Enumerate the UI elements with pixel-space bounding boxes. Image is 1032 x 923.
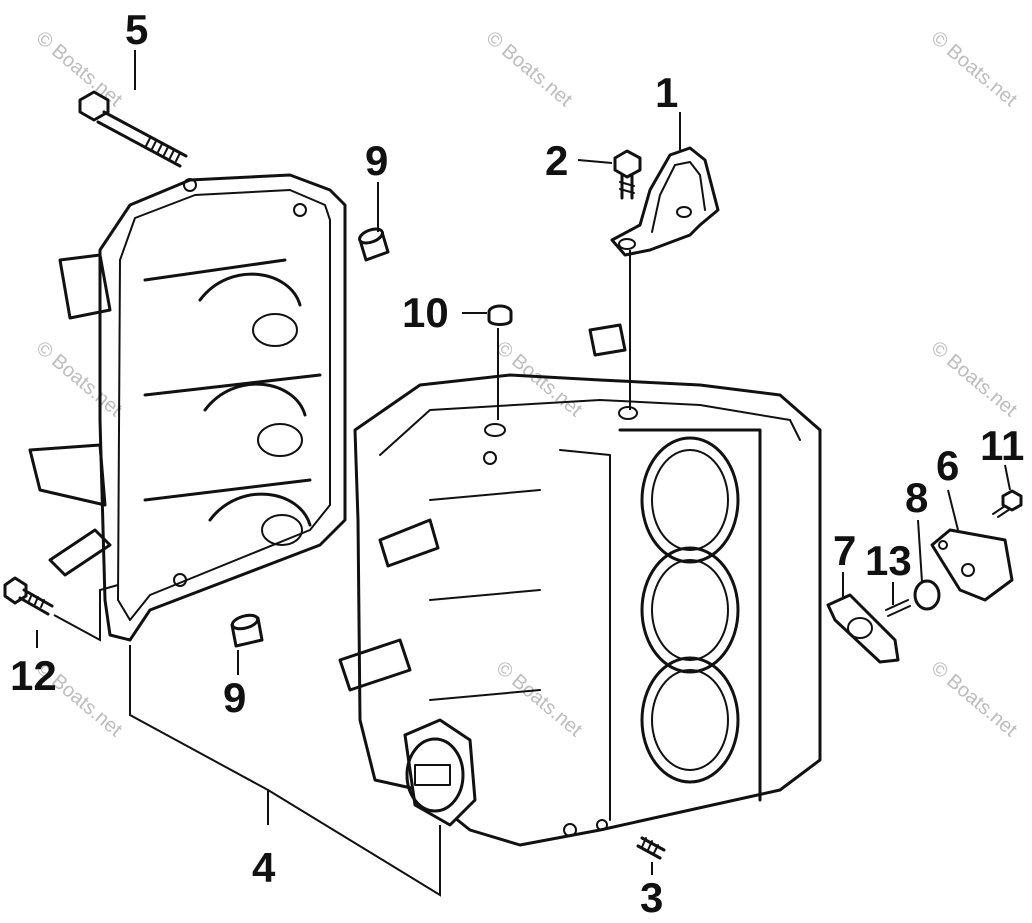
cover-part-6: [930, 528, 1014, 602]
watermarks: © Boats.net © Boats.net © Boats.net © Bo…: [32, 27, 1022, 741]
callout-8: 8: [905, 474, 928, 521]
stud-part-3: [636, 836, 666, 860]
dowel-pin-part-9-upper: [358, 227, 390, 262]
leader-lines: [36, 50, 1011, 897]
cylinder-block: [338, 323, 822, 847]
screw-part-13: [885, 599, 911, 617]
callout-2: 2: [545, 137, 568, 184]
callout-1: 1: [655, 69, 678, 116]
gasket-part-7: [826, 593, 900, 664]
watermark: © Boats.net: [32, 337, 127, 421]
bolt-part-12: [3, 576, 54, 616]
watermark: © Boats.net: [482, 27, 577, 111]
bolt-part-11: [992, 489, 1023, 518]
callout-7: 7: [833, 527, 856, 574]
callout-12: 12: [10, 652, 57, 699]
callout-13: 13: [865, 537, 912, 584]
engine-hanger-part-1: [610, 146, 720, 257]
callout-3: 3: [640, 874, 663, 921]
callout-9-upper: 9: [365, 137, 388, 184]
callout-6: 6: [936, 442, 959, 489]
bolt-part-2: [613, 149, 642, 200]
dowel-pin-part-9-lower: [230, 613, 264, 648]
spacer-part-8: [913, 579, 941, 611]
callout-9-lower: 9: [223, 674, 246, 721]
callout-10: 10: [402, 289, 449, 336]
watermark: © Boats.net: [927, 337, 1022, 421]
watermark: © Boats.net: [927, 27, 1022, 111]
long-bolt-part-5: [78, 90, 188, 168]
callout-11: 11: [980, 422, 1024, 469]
callout-4: 4: [252, 844, 276, 891]
watermark: © Boats.net: [492, 657, 587, 741]
plug-part-10: [487, 304, 513, 326]
callout-5: 5: [125, 6, 148, 53]
crankcase-part-4: [28, 173, 347, 642]
callout-labels: 1 2 3 4 5 6 7 8 9 9 10 11 12 13: [10, 6, 1024, 921]
watermark: © Boats.net: [927, 657, 1022, 741]
